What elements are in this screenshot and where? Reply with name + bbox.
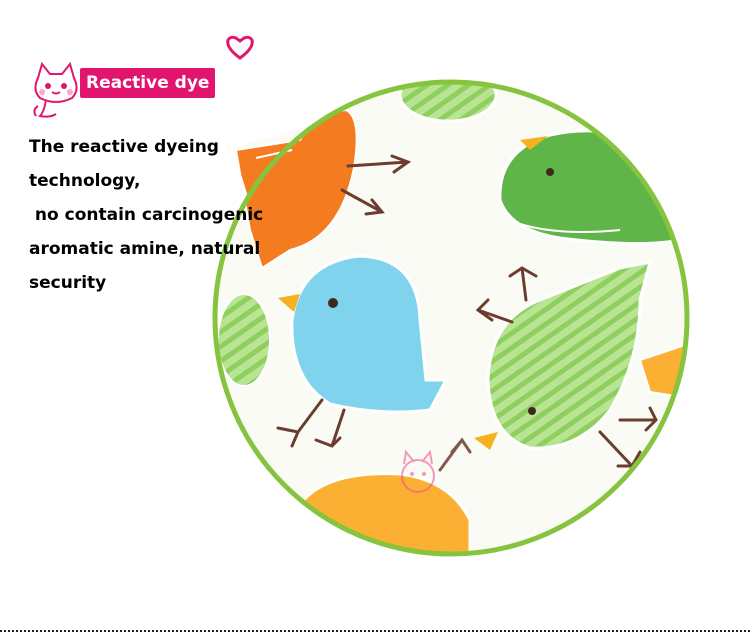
- description-line: technology,: [29, 171, 141, 191]
- dotted-divider: [0, 630, 750, 632]
- description-line: The reactive dyeing: [29, 137, 219, 157]
- reactive-dye-badge: Reactive dye: [80, 68, 216, 98]
- description-line: no contain carcinogenic: [29, 205, 264, 225]
- description-text: The reactive dyeing technology, no conta…: [29, 130, 279, 300]
- description-line: security: [29, 273, 107, 293]
- heart-icon: [226, 35, 254, 60]
- cat-mascot-icon: [33, 62, 78, 118]
- cat-watermark-icon: [401, 449, 435, 493]
- description-line: aromatic amine, natural: [29, 239, 261, 259]
